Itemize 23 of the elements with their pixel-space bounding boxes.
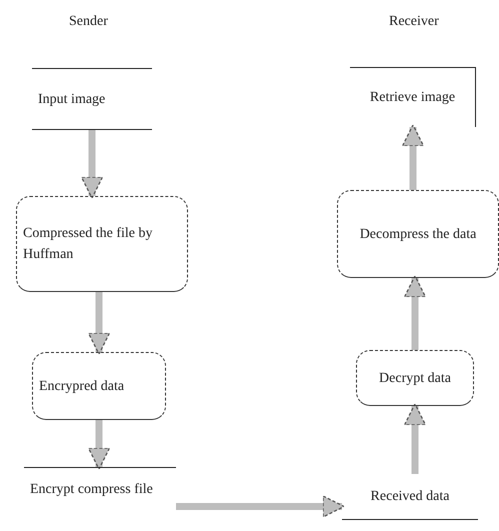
arrow: [176, 495, 345, 518]
process-box: [350, 67, 476, 127]
arrow: [88, 292, 110, 355]
process-box: [32, 68, 152, 130]
arrow: [402, 124, 424, 190]
process-label: Received data: [370, 488, 450, 506]
process-box: [337, 190, 499, 278]
process-label: Encrypt compress file: [30, 481, 153, 499]
process-box: [356, 350, 474, 406]
process-label: Input image: [38, 90, 106, 108]
arrow: [80, 130, 104, 199]
arrow: [404, 275, 426, 350]
process-label: Retrieve image: [370, 89, 456, 107]
arrow: [404, 403, 426, 474]
column-heading: Receiver: [389, 14, 439, 30]
column-heading: Sender: [69, 14, 108, 30]
process-label: Compressed the file by Huffman: [23, 225, 154, 264]
arrow: [88, 420, 110, 470]
process-label: Encrypred data: [39, 378, 124, 396]
process-label: Decompress the data: [360, 226, 476, 244]
process-box: [32, 352, 166, 420]
process-label: Decrypt data: [379, 370, 451, 388]
process-box: [16, 196, 188, 292]
